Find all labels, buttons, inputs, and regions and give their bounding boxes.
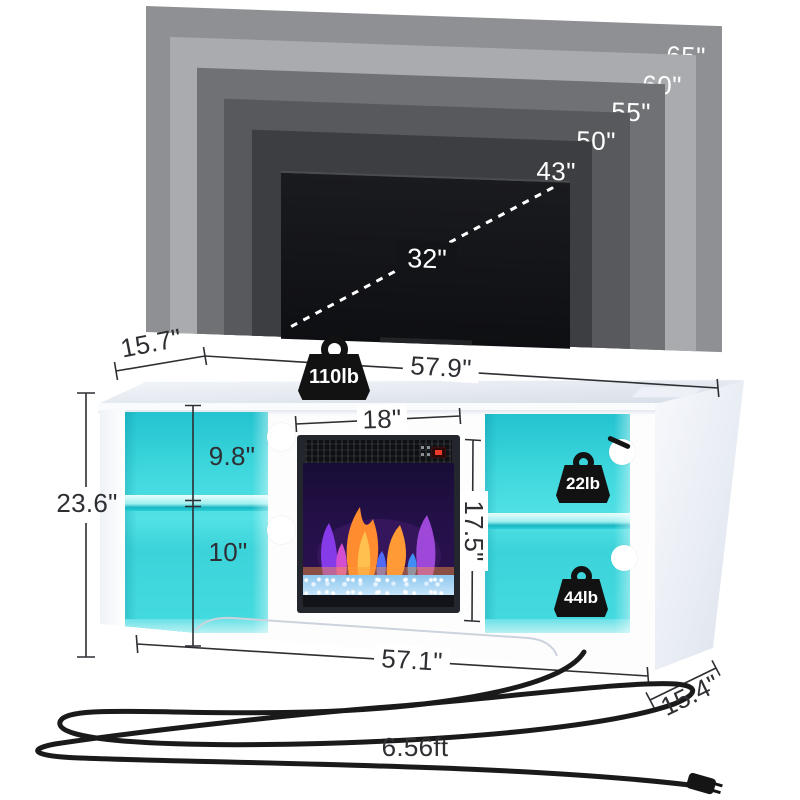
cable-hole-icon: [267, 423, 295, 451]
flames-graphic: [303, 507, 454, 591]
bay-floor: [485, 619, 630, 633]
dim-fireplace-height: 17.5": [460, 491, 490, 571]
weight-badge-label: 22lb: [565, 474, 601, 493]
dim-overall-height: 23.6": [56, 487, 118, 518]
weight-badge-label: 110lb: [308, 365, 360, 388]
bay-floor: [125, 619, 268, 633]
dim-upper-shelf-height: 9.8": [208, 440, 256, 471]
base-arch-line: [195, 616, 558, 657]
weight-badge-lower-shelf: 44lb: [554, 566, 608, 617]
electric-fireplace-insert: [297, 435, 460, 613]
fireplace-button: [421, 446, 424, 449]
stand-left-wall: [100, 410, 125, 645]
fireplace-button: [421, 453, 424, 456]
dim-fireplace-width: 18": [356, 403, 408, 434]
weight-badge-upper-shelf: 22lb: [556, 452, 610, 503]
fireplace-button: [427, 446, 430, 449]
stand-front: [100, 410, 655, 676]
dim-top-width: 57.9": [402, 350, 480, 383]
crystal-bed: [303, 575, 454, 595]
led-shelf-bay-right: [485, 414, 630, 633]
dim-base-width: 57.1": [373, 643, 451, 676]
fireplace-button: [427, 453, 430, 456]
glass-shelf: [125, 495, 268, 511]
power-cord: [35, 649, 701, 789]
power-plug-icon: [686, 772, 723, 795]
cable-hole-icon: [611, 545, 637, 571]
weight-badge-label: 44lb: [563, 588, 599, 607]
fireplace-vent-grille: [305, 440, 452, 463]
led-shelf-bay-left: [125, 412, 268, 633]
fireplace-display-icon: [431, 447, 446, 458]
dim-lower-shelf-height: 10": [208, 536, 248, 567]
dim-cord-length: 6.56ft: [381, 731, 449, 762]
fireplace-window: [303, 463, 454, 595]
weight-badge-tabletop: 110lb: [298, 336, 370, 400]
cable-hole-icon: [267, 516, 295, 544]
fireplace-bottom-frame: [303, 595, 454, 607]
glass-shelf: [485, 513, 630, 529]
